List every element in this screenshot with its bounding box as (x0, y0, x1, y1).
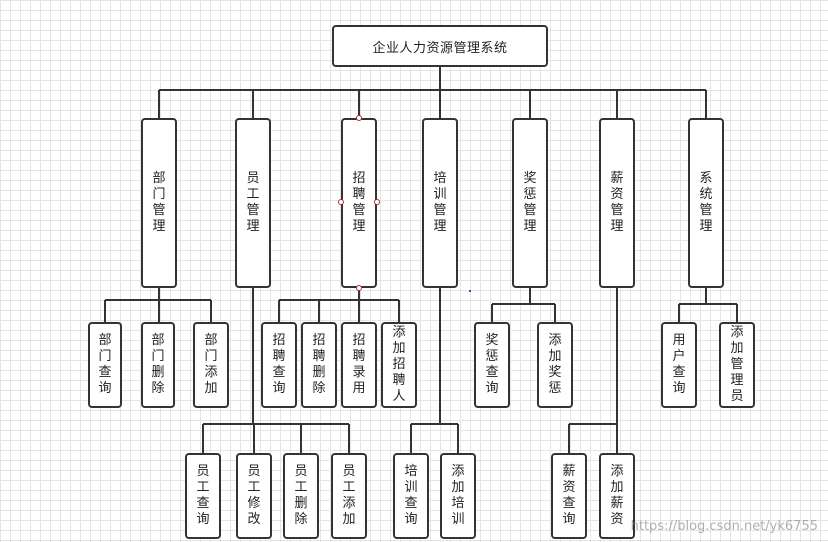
staff-edit-label: 员工修改 (247, 464, 261, 527)
training-query-label: 培训查询 (404, 464, 418, 527)
connection-handle[interactable] (356, 285, 362, 291)
user-query-label: 用户查询 (672, 333, 686, 396)
module-reward-label: 奖惩管理 (523, 171, 537, 234)
root-label: 企业人力资源管理系统 (372, 40, 508, 56)
recruit-add-label: 添加招聘人 (392, 325, 406, 404)
module-recruit[interactable]: 招聘管理 (341, 118, 377, 288)
reward-add-label: 添加奖惩 (548, 333, 562, 396)
salary-add-label: 添加薪资 (610, 464, 624, 527)
module-reward[interactable]: 奖惩管理 (512, 118, 548, 288)
staff-edit-node[interactable]: 员工修改 (236, 453, 272, 539)
reward-add-node[interactable]: 添加奖惩 (537, 322, 573, 408)
staff-add-label: 员工添加 (342, 464, 356, 527)
user-query-node[interactable]: 用户查询 (661, 322, 697, 408)
recruit-query-label: 招聘查询 (272, 333, 286, 396)
recruit-delete-node[interactable]: 招聘删除 (301, 322, 337, 408)
dept-add-label: 部门添加 (204, 333, 218, 396)
admin-add-label: 添加管理员 (730, 325, 744, 404)
training-add-label: 添加培训 (451, 464, 465, 527)
staff-add-node[interactable]: 员工添加 (331, 453, 367, 539)
module-staff-label: 员工管理 (246, 171, 260, 234)
module-salary-label: 薪资管理 (610, 171, 624, 234)
recruit-add-node[interactable]: 添加招聘人 (381, 322, 417, 408)
reward-query-node[interactable]: 奖惩查询 (474, 322, 510, 408)
dept-query-label: 部门查询 (98, 333, 112, 396)
recruit-hire-node[interactable]: 招聘录用 (341, 322, 377, 408)
dept-delete-node[interactable]: 部门删除 (141, 322, 175, 408)
staff-query-label: 员工查询 (196, 464, 210, 527)
dept-query-node[interactable]: 部门查询 (88, 322, 122, 408)
salary-query-node[interactable]: 薪资查询 (551, 453, 587, 539)
module-system[interactable]: 系统管理 (688, 118, 724, 288)
salary-add-node[interactable]: 添加薪资 (599, 453, 635, 539)
watermark: https://blog.csdn.net/yk6755 (630, 519, 818, 534)
module-training[interactable]: 培训管理 (422, 118, 458, 288)
module-staff[interactable]: 员工管理 (235, 118, 271, 288)
recruit-query-node[interactable]: 招聘查询 (261, 322, 297, 408)
salary-query-label: 薪资查询 (562, 464, 576, 527)
connection-handle[interactable] (374, 199, 380, 205)
module-salary[interactable]: 薪资管理 (599, 118, 635, 288)
module-dept-label: 部门管理 (152, 171, 166, 234)
connection-handle[interactable] (356, 115, 362, 121)
module-dept[interactable]: 部门管理 (141, 118, 177, 288)
training-query-node[interactable]: 培训查询 (393, 453, 429, 539)
admin-add-node[interactable]: 添加管理员 (719, 322, 755, 408)
connection-handle[interactable] (338, 199, 344, 205)
module-training-label: 培训管理 (433, 171, 447, 234)
reward-query-label: 奖惩查询 (485, 333, 499, 396)
staff-delete-label: 员工删除 (294, 464, 308, 527)
dept-add-node[interactable]: 部门添加 (193, 322, 229, 408)
stray-dot (469, 290, 471, 292)
recruit-hire-label: 招聘录用 (352, 333, 366, 396)
staff-delete-node[interactable]: 员工删除 (283, 453, 319, 539)
module-system-label: 系统管理 (699, 171, 713, 234)
staff-query-node[interactable]: 员工查询 (185, 453, 221, 539)
dept-delete-label: 部门删除 (151, 333, 165, 396)
training-add-node[interactable]: 添加培训 (440, 453, 476, 539)
module-recruit-label: 招聘管理 (352, 171, 366, 234)
recruit-delete-label: 招聘删除 (312, 333, 326, 396)
root-node[interactable]: 企业人力资源管理系统 (332, 25, 548, 67)
